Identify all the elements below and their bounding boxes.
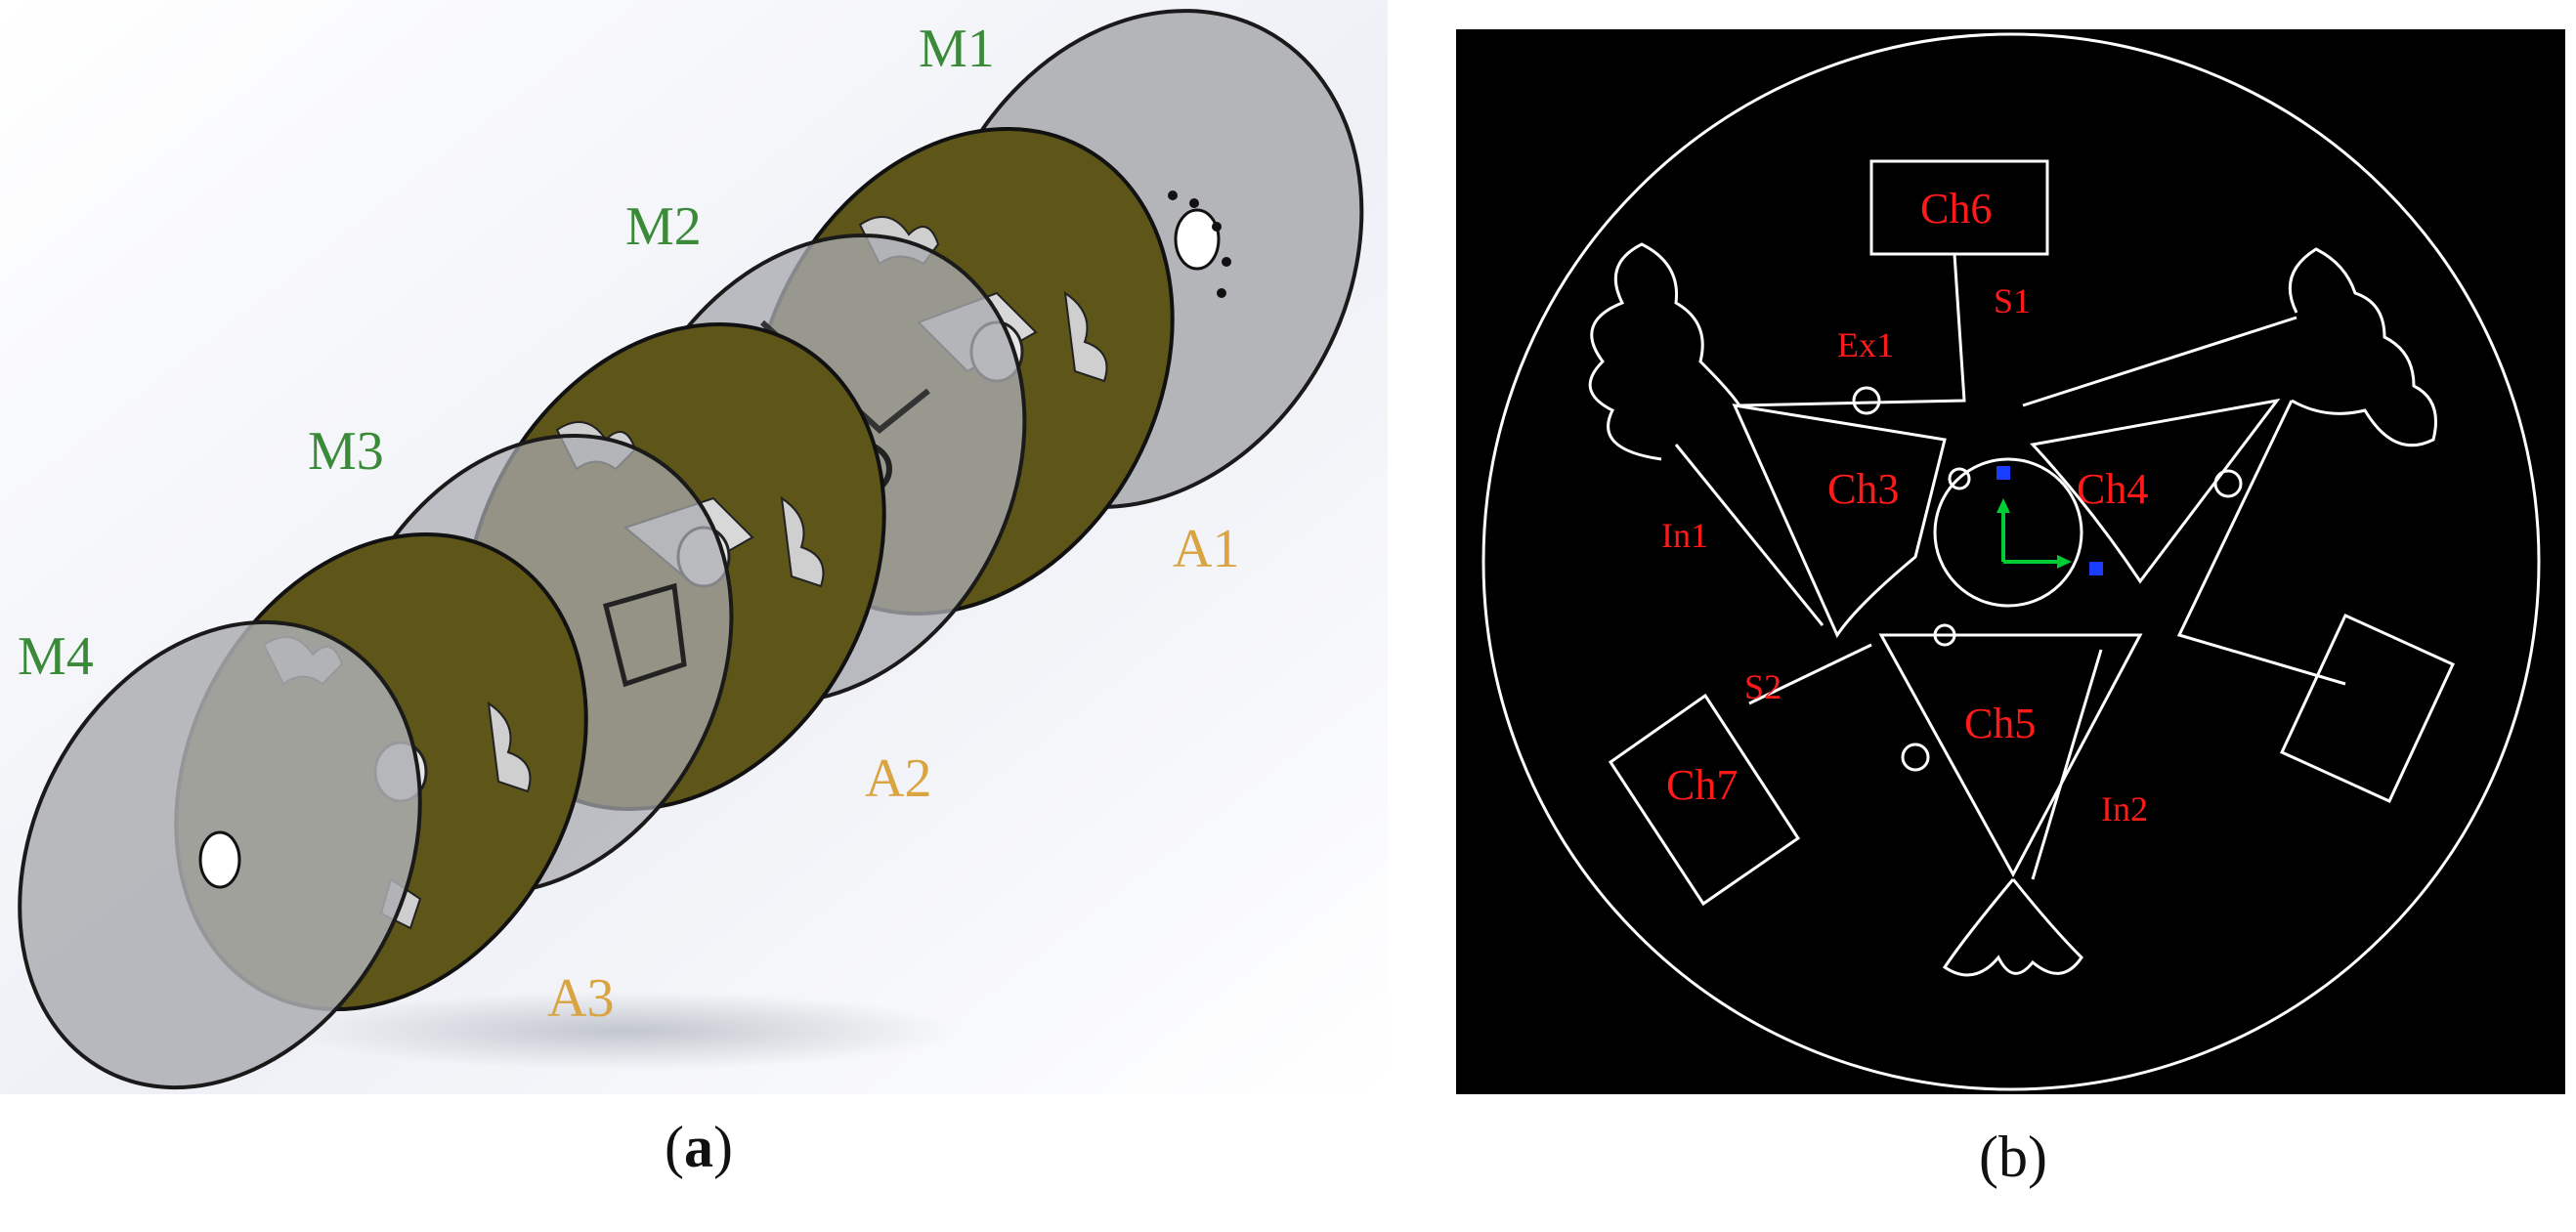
label-s1: S1 [1994, 281, 2031, 320]
label-ch4: Ch4 [2077, 465, 2148, 513]
disc-m4-hole [198, 830, 241, 889]
inlet-finger-left [1588, 242, 1741, 461]
chamber-ch7-outline [1608, 693, 1801, 907]
label-in1: In1 [1661, 516, 1708, 555]
chamber-ch6-outline [1869, 159, 2049, 256]
label-a3: A3 [547, 968, 614, 1029]
label-ch7: Ch7 [1666, 761, 1738, 809]
label-ch3: Ch3 [1827, 465, 1899, 513]
chamber-ch3-outline [1732, 404, 1947, 639]
label-m4: M4 [18, 626, 94, 687]
channel-s2 [1748, 643, 1872, 705]
caption-b: (b) [1979, 1125, 2047, 1189]
label-ch5: Ch5 [1964, 700, 2036, 747]
disc-m1-hole [1174, 208, 1221, 271]
label-m2: M2 [625, 196, 702, 257]
label-a1: A1 [1173, 519, 1239, 579]
center-ring [1933, 457, 2083, 608]
origin-marker-right [2089, 562, 2103, 575]
valve-ch5-top [1933, 623, 1956, 647]
caption-a-open: ( [665, 1115, 684, 1179]
panel-a: M1 M2 M3 M4 A1 A2 A3 [0, 0, 1388, 1094]
valve-ch3 [1948, 467, 1971, 490]
label-ch6: Ch6 [1920, 185, 1992, 233]
caption-a: (a) [665, 1114, 733, 1181]
ground-shadow [293, 992, 958, 1070]
label-s2: S2 [1744, 667, 1782, 706]
label-ex1: Ex1 [1837, 325, 1894, 364]
chamber-ch4-outline [2030, 398, 2281, 584]
inlet-finger-bottom [1942, 878, 2083, 977]
disc-m4 [18, 619, 422, 1090]
channel-in2 [2031, 649, 2103, 880]
label-a2: A2 [865, 748, 931, 809]
label-m3: M3 [308, 421, 384, 482]
chamber-ch5-outline [1878, 633, 2143, 878]
channel-right [2176, 400, 2346, 686]
origin-marker-top [1996, 466, 2010, 480]
axis-y-arrow [1996, 498, 2010, 513]
coordinate-axes [1996, 466, 2103, 575]
valve-ch5-left [1901, 743, 1930, 772]
label-m1: M1 [919, 19, 995, 79]
channel-top-right [2022, 316, 2297, 407]
valve-right [2213, 469, 2243, 498]
inlet-finger-right [2288, 247, 2437, 447]
channel-s1 [1739, 253, 1966, 407]
chamber-right-outline [2280, 614, 2455, 803]
chip-outline [1481, 32, 2541, 1091]
chip-outer-circle [1481, 32, 2541, 1091]
channel-in1 [1674, 444, 1825, 626]
panel-b: Ch6 Ch3 Ch4 Ch5 Ch7 S1 Ex1 In1 S2 In2 [1456, 29, 2565, 1094]
caption-a-close: ) [712, 1115, 733, 1179]
label-in2: In2 [2101, 789, 2148, 828]
valve-ex1 [1852, 386, 1881, 415]
axis-x-arrow [2057, 555, 2072, 569]
caption-a-letter: a [683, 1115, 713, 1179]
